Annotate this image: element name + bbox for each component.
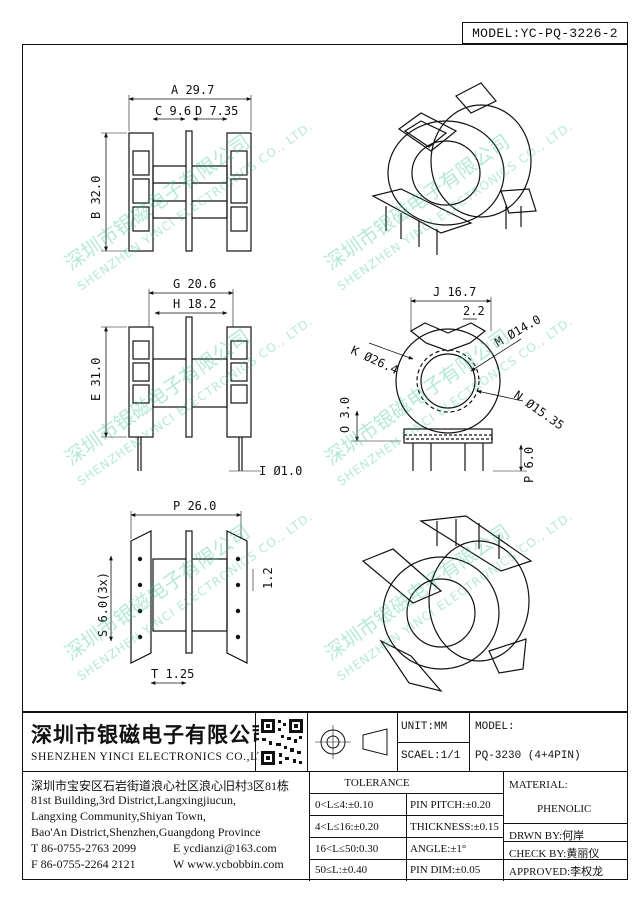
qr-code-icon bbox=[259, 717, 305, 767]
address-line-1: 深圳市宝安区石岩街道浪心社区浪心旧村3区81栋 bbox=[31, 779, 290, 793]
plan-view bbox=[351, 297, 527, 472]
dim-c: C 9.6 bbox=[155, 104, 191, 118]
drawn-by: DRWN BY:何岸 bbox=[509, 830, 585, 842]
dim-k: K Ø26.4 bbox=[349, 343, 401, 377]
dim-h: H 18.2 bbox=[173, 297, 216, 311]
svg-text:SHENZHEN YINCI ELECTRONICS CO.: SHENZHEN YINCI ELECTRONICS CO., LTD. bbox=[75, 314, 316, 489]
checked-by: CHECK BY:黄丽仪 bbox=[509, 848, 600, 860]
tolerance-left-3: 16<L≤50:0.30 bbox=[315, 843, 379, 855]
dim-t: T 1.25 bbox=[151, 667, 194, 681]
tolerance-left-2: 4<L≤16:±0.20 bbox=[315, 821, 379, 833]
side-view bbox=[101, 289, 261, 472]
fax: F 86-0755-2264 2121 bbox=[31, 857, 136, 871]
svg-text:深圳市银磁电子有限公司: 深圳市银磁电子有限公司 bbox=[320, 519, 514, 665]
dim-p: P 26.0 bbox=[173, 499, 216, 513]
company-name-cn: 深圳市银磁电子有限公司 bbox=[31, 722, 273, 747]
dim-pitch: 1.2 bbox=[261, 567, 275, 589]
dim-g: G 20.6 bbox=[173, 277, 216, 291]
title-block: 深圳市银磁电子有限公司 SHENZHEN YINCI ELECTRONICS C… bbox=[22, 712, 628, 881]
dim-a: A 29.7 bbox=[171, 83, 214, 97]
scale-label: SCAEL:1/1 bbox=[401, 750, 461, 762]
iso-view-bottom bbox=[361, 515, 533, 693]
tolerance-right-2: THICKNESS:±0.15 bbox=[410, 821, 499, 833]
model-value: PQ-3230 (4+4PIN) bbox=[475, 750, 581, 762]
dim-j: J 16.7 bbox=[433, 285, 476, 299]
tolerance-right-4: PIN DIM:±0.05 bbox=[410, 864, 481, 876]
material-value: PHENOLIC bbox=[537, 803, 592, 815]
technical-drawing: A 29.7 C 9.6 D 7.35 B 32.0 bbox=[60, 82, 576, 693]
svg-text:深圳市银磁电子有限公司: 深圳市银磁电子有限公司 bbox=[320, 129, 514, 275]
iso-view-top bbox=[371, 82, 537, 255]
model-label: MODEL: bbox=[475, 721, 515, 733]
email: E ycdianzi@163.com bbox=[173, 841, 277, 855]
dim-e: E 31.0 bbox=[89, 358, 103, 401]
svg-text:深圳市银磁电子有限公司: 深圳市银磁电子有限公司 bbox=[60, 519, 254, 665]
phone: T 86-0755-2763 2099 bbox=[31, 841, 137, 855]
watermark: 深圳市银磁电子有限公司 SHENZHEN YINCI ELECTRONICS C… bbox=[60, 119, 575, 684]
material-label: MATERIAL: bbox=[509, 779, 568, 791]
svg-text:SHENZHEN YINCI ELECTRONICS CO.: SHENZHEN YINCI ELECTRONICS CO., LTD. bbox=[335, 509, 576, 684]
dim-d: D 7.35 bbox=[195, 104, 238, 118]
unit-label: UNIT:MM bbox=[401, 721, 448, 733]
projection-symbol-icon bbox=[315, 725, 388, 759]
approved-by: APPROVED:李权龙 bbox=[509, 866, 604, 878]
model-header: MODEL:YC-PQ-3226-2 bbox=[462, 22, 628, 44]
tolerance-left-1: 0<L≤4:±0.10 bbox=[315, 799, 374, 811]
front-view bbox=[101, 95, 252, 252]
dim-j2: 2.2 bbox=[463, 304, 485, 318]
dim-p6: P 6.0 bbox=[522, 447, 536, 483]
tolerance-title: TOLERANCE bbox=[344, 777, 410, 789]
svg-text:SHENZHEN YINCI ELECTRONICS CO.: SHENZHEN YINCI ELECTRONICS CO., LTD. bbox=[335, 119, 576, 294]
tolerance-right-3: ANGLE:±1° bbox=[410, 843, 467, 855]
address-line-2: 81st Building,3rd District,Langxingjiucu… bbox=[31, 793, 236, 807]
website: W www.ycbobbin.com bbox=[173, 857, 284, 871]
svg-text:SHENZHEN YINCI ELECTRONICS CO.: SHENZHEN YINCI ELECTRONICS CO., LTD. bbox=[75, 119, 316, 294]
dim-b: B 32.0 bbox=[89, 176, 103, 219]
tolerance-left-4: 50≤L:±0.40 bbox=[315, 864, 368, 876]
bottom-view bbox=[109, 511, 254, 685]
dim-i: I Ø1.0 bbox=[259, 464, 302, 478]
tolerance-right-1: PIN PITCH:±0.20 bbox=[410, 799, 491, 811]
dim-n: N Ø15.35 bbox=[511, 388, 566, 433]
dim-o: O 3.0 bbox=[338, 397, 352, 433]
address-line-4: Bao'An District,Shenzhen,Guangdong Provi… bbox=[31, 825, 261, 839]
drawing-frame: A 29.7 C 9.6 D 7.35 B 32.0 bbox=[22, 44, 628, 712]
address-line-3: Langxing Community,Shiyan Town, bbox=[31, 809, 206, 823]
dim-s: S 6.0(3x) bbox=[96, 572, 110, 637]
company-name-en: SHENZHEN YINCI ELECTRONICS CO.,LTD. bbox=[31, 751, 277, 763]
